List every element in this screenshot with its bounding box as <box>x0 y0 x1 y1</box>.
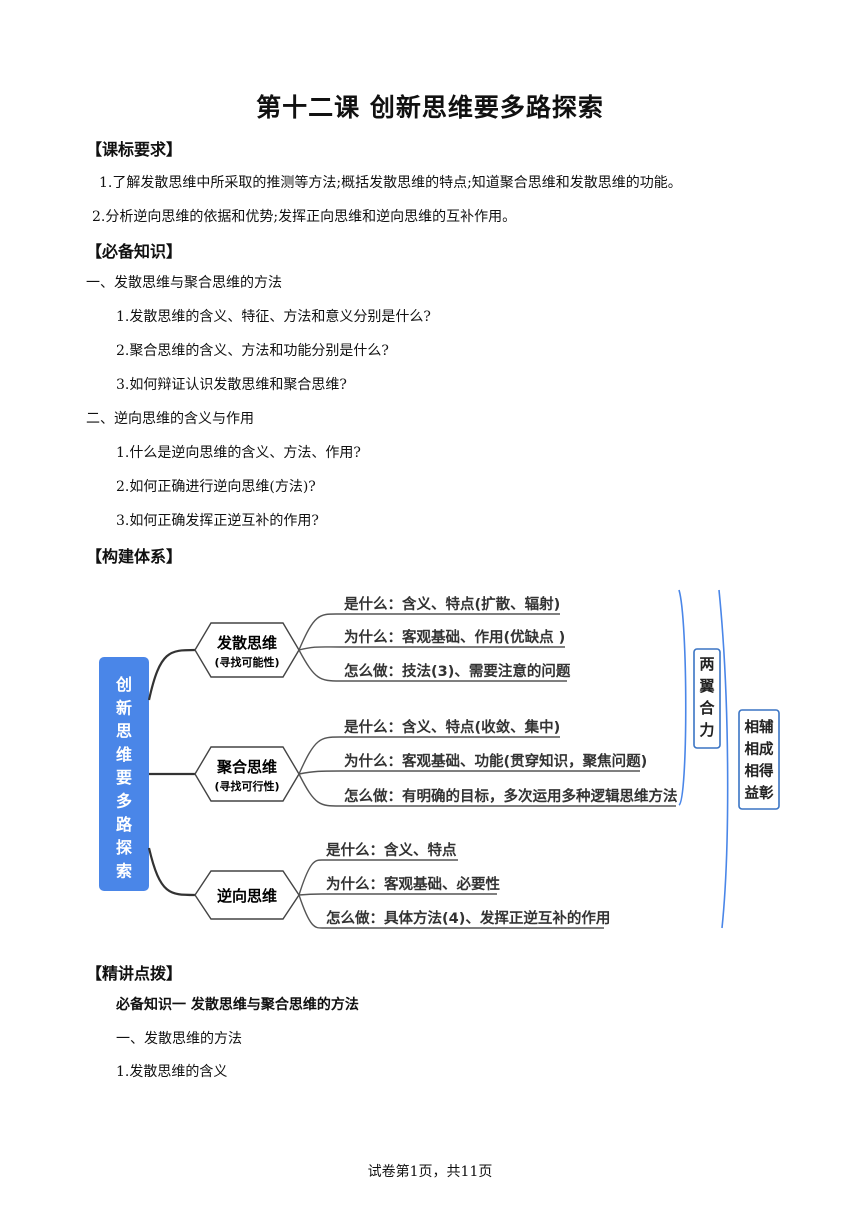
knowledge-part1-title: 一、发散思维与聚合思维的方法 <box>86 275 282 291</box>
leaf-divergent-how: 怎么做：技法(3)、需要注意的问题 <box>344 662 571 680</box>
leaf-convergent-what: 是什么：含义、特点(收敛、集中) <box>343 718 560 736</box>
knowledge-part2-item-3: 3.如何正确发挥正逆互补的作用? <box>116 513 319 529</box>
knowledge-part1-item-3: 3.如何辩证认识发散思维和聚合思维? <box>116 377 347 393</box>
complement-box <box>738 709 780 810</box>
combine-box <box>693 648 721 749</box>
leaf-divergent-what: 是什么：含义、特点(扩散、辐射) <box>343 595 560 613</box>
section-heading-lecture: 【精讲点拨】 <box>86 964 183 983</box>
knowledge-part2-item-2: 2.如何正确进行逆向思维(方法)? <box>116 479 316 495</box>
root-char-2: 思 <box>116 722 132 741</box>
mindmap-root-box <box>99 657 149 891</box>
leaf-reverse-why: 为什么：客观基础、必要性 <box>326 875 500 893</box>
standards-item-1: 1.了解发散思维中所采取的推测等方法;概括发散思维的特点;知道聚合思维和发散思维… <box>99 175 682 191</box>
root-char-0: 创 <box>115 675 132 694</box>
section-heading-system: 【构建体系】 <box>86 547 183 566</box>
lecture-line-1: 一、发散思维的方法 <box>116 1031 242 1047</box>
root-char-3: 维 <box>116 745 132 764</box>
leaf-convergent-how: 怎么做：有明确的目标，多次运用多种逻辑思维方法 <box>344 787 678 805</box>
leaf-convergent-why: 为什么：客观基础、功能(贯穿知识，聚焦问题) <box>344 752 647 770</box>
root-char-5: 多 <box>116 792 132 811</box>
combine-char-1: 翼 <box>698 677 714 695</box>
branch-subtitle-divergent: (寻找可能性) <box>214 655 279 669</box>
branch-title-convergent: 聚合思维 <box>216 758 277 776</box>
knowledge-part1-item-2: 2.聚合思维的含义、方法和功能分别是什么? <box>116 343 389 359</box>
leaf-reverse-how: 怎么做：具体方法(4)、发挥正逆互补的作用 <box>326 909 610 927</box>
branch-title-reverse: 逆向思维 <box>217 887 277 905</box>
page-title: 第十二课 创新思维要多路探索 <box>256 93 604 122</box>
complement-line-3: 益彰 <box>745 784 774 802</box>
section-heading-standards: 【课标要求】 <box>86 140 183 159</box>
page-footer: 试卷第1页，共11页 <box>367 1164 493 1180</box>
branch-title-divergent: 发散思维 <box>216 634 277 652</box>
complement-line-2: 相得 <box>745 762 774 780</box>
lecture-line-2: 1.发散思维的含义 <box>116 1064 228 1080</box>
branch-subtitle-convergent: (寻找可行性) <box>214 779 279 793</box>
combine-char-0: 两 <box>699 655 714 673</box>
lecture-sub-heading: 必备知识一 发散思维与聚合思维的方法 <box>116 997 359 1013</box>
root-char-6: 路 <box>116 815 133 834</box>
root-char-1: 新 <box>116 698 132 717</box>
mindmap-root-text: 创新思维要多路探索 <box>115 675 133 880</box>
knowledge-part2-title: 二、逆向思维的含义与作用 <box>86 411 254 427</box>
knowledge-part1-item-1: 1.发散思维的含义、特征、方法和意义分别是什么? <box>116 309 431 325</box>
combine-char-3: 力 <box>699 721 714 739</box>
combine-char-2: 合 <box>698 699 715 717</box>
knowledge-part2-item-1: 1.什么是逆向思维的含义、方法、作用? <box>116 445 361 461</box>
section-heading-knowledge: 【必备知识】 <box>86 242 183 261</box>
root-char-8: 索 <box>116 861 132 880</box>
leaf-divergent-why: 为什么：客观基础、作用(优缺点 ) <box>344 628 565 646</box>
leaf-reverse-what: 是什么：含义、特点 <box>325 841 457 859</box>
standards-item-2: 2.分析逆向思维的依据和优势;发挥正向思维和逆向思维的互补作用。 <box>92 209 517 225</box>
root-char-7: 探 <box>116 838 132 857</box>
complement-line-0: 相辅 <box>745 718 774 736</box>
root-char-4: 要 <box>116 768 132 787</box>
complement-line-1: 相成 <box>745 740 774 758</box>
